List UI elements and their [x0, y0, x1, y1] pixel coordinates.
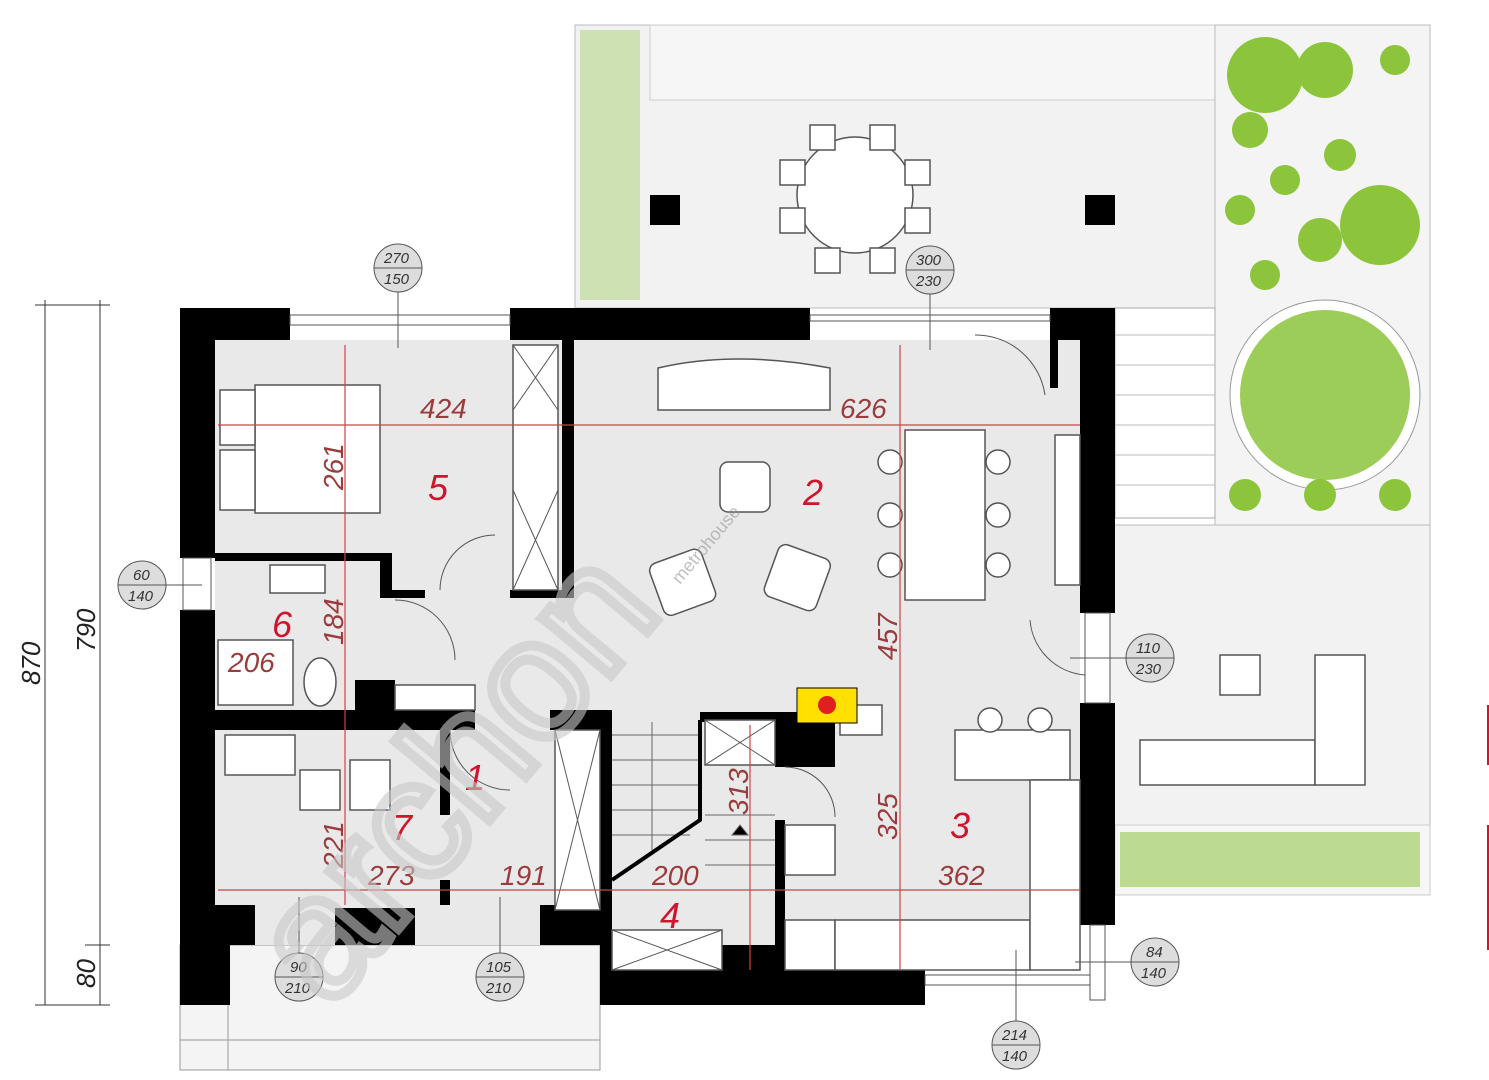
- svg-text:105: 105: [486, 959, 512, 976]
- svg-text:90: 90: [290, 959, 307, 976]
- dim-hall1-width: 191: [500, 860, 547, 891]
- svg-text:140: 140: [1002, 1048, 1028, 1065]
- svg-text:140: 140: [1141, 965, 1167, 982]
- dim-bedroom-width: 424: [420, 393, 467, 424]
- fireplace: [796, 687, 858, 724]
- dim-bath7-depth: 221: [318, 821, 349, 869]
- dim-living-depth: 457: [872, 612, 903, 660]
- overall-inner: 790: [71, 608, 101, 652]
- steps: [1114, 307, 1216, 519]
- dim-living-width: 626: [840, 393, 887, 424]
- svg-text:210: 210: [284, 980, 311, 997]
- svg-text:210: 210: [485, 980, 512, 997]
- dim-hall4-width: 200: [651, 860, 699, 891]
- outdoor-lounge: [1139, 654, 1366, 786]
- svg-text:60: 60: [133, 567, 150, 584]
- svg-text:150: 150: [384, 271, 410, 288]
- room-7: 7: [392, 807, 414, 848]
- svg-text:84: 84: [1146, 944, 1163, 961]
- room-6: 6: [272, 604, 293, 645]
- dim-kitchen-depth: 325: [872, 793, 903, 840]
- room-1: 1: [465, 757, 485, 798]
- dim-bedroom-depth: 261: [318, 443, 349, 491]
- porch: [179, 944, 601, 1071]
- svg-text:140: 140: [128, 588, 154, 605]
- room-3: 3: [950, 805, 970, 846]
- overall-porch: 80: [71, 959, 101, 988]
- room-5: 5: [428, 467, 449, 508]
- outdoor-dining-table: [650, 124, 1115, 274]
- dim-bath6-width: 206: [227, 647, 275, 678]
- dim-stair-depth: 313: [723, 768, 754, 815]
- svg-text:270: 270: [383, 250, 410, 267]
- dim-bath6-depth: 184: [318, 598, 349, 645]
- svg-text:230: 230: [915, 273, 942, 290]
- room-2: 2: [802, 472, 823, 513]
- room-4: 4: [660, 895, 680, 936]
- svg-text:110: 110: [1136, 640, 1161, 657]
- dim-kitchen-width: 362: [938, 860, 985, 891]
- overall-total: 870: [16, 641, 46, 685]
- dimension-lines: [218, 345, 1080, 970]
- dim-bath7-width: 273: [367, 860, 415, 891]
- svg-text:214: 214: [1001, 1027, 1027, 1044]
- svg-text:230: 230: [1135, 661, 1162, 678]
- plants: [580, 30, 1421, 887]
- svg-text:300: 300: [916, 252, 942, 269]
- staircase: [610, 720, 775, 882]
